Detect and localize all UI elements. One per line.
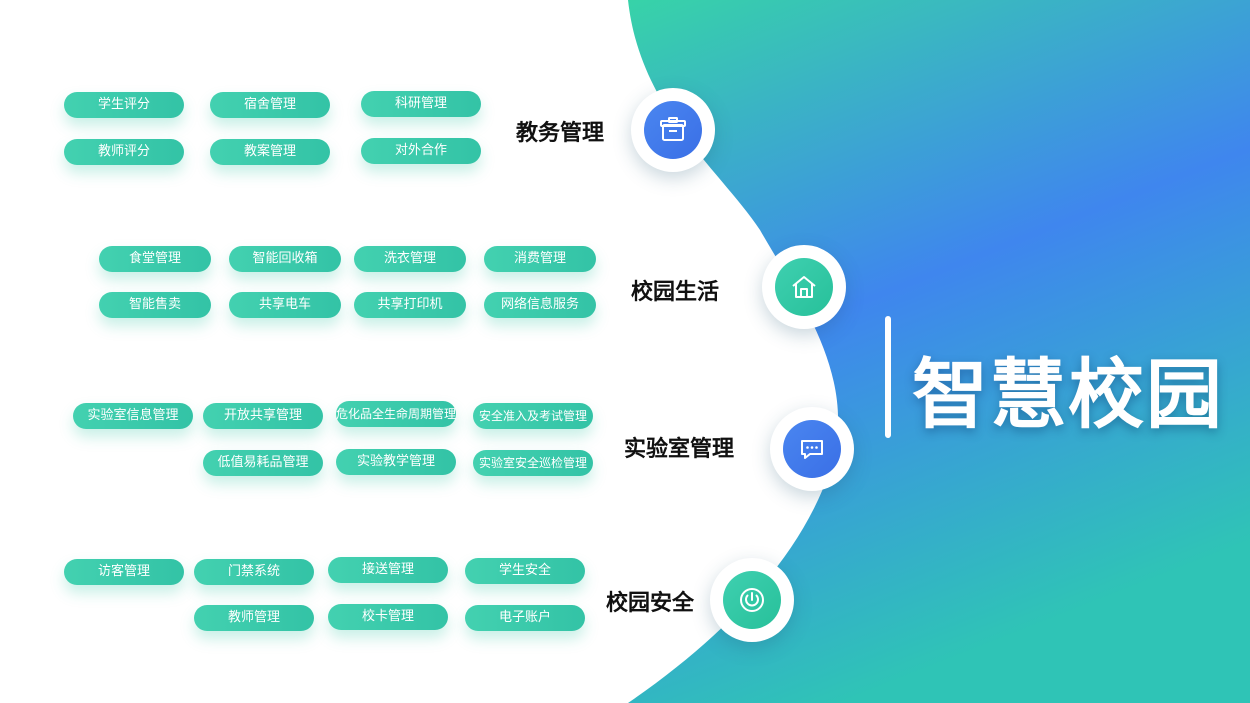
node-lab[interactable] <box>770 407 854 491</box>
pill-item[interactable]: 学生评分 <box>64 92 184 118</box>
pill-item[interactable]: 实验室安全巡检管理 <box>473 450 593 476</box>
pill-item[interactable]: 共享电车 <box>229 292 341 318</box>
pill-item[interactable]: 洗衣管理 <box>354 246 466 272</box>
pill-item[interactable]: 门禁系统 <box>194 559 314 585</box>
node-campus-life[interactable] <box>762 245 846 329</box>
archive-box-icon <box>644 101 702 159</box>
pill-item[interactable]: 共享打印机 <box>354 292 466 318</box>
pill-item[interactable]: 对外合作 <box>361 138 481 164</box>
section-title-campus-safety: 校园安全 <box>606 591 695 616</box>
pill-item[interactable]: 消费管理 <box>484 246 596 272</box>
pill-item[interactable]: 电子账户 <box>465 605 585 631</box>
node-campus-safety[interactable] <box>710 558 794 642</box>
pill-item[interactable]: 智能售卖 <box>99 292 211 318</box>
home-icon <box>775 258 833 316</box>
pill-item[interactable]: 访客管理 <box>64 559 184 585</box>
main-title: 智慧校园 <box>912 350 1224 439</box>
pill-item[interactable]: 食堂管理 <box>99 246 211 272</box>
pill-item[interactable]: 教师管理 <box>194 605 314 631</box>
pill-item[interactable]: 实验教学管理 <box>336 449 456 475</box>
pill-item[interactable]: 安全准入及考试管理 <box>473 403 593 429</box>
section-title-academic: 教务管理 <box>516 121 605 146</box>
pill-item[interactable]: 网络信息服务 <box>484 292 596 318</box>
pill-item[interactable]: 校卡管理 <box>328 604 448 630</box>
pill-item[interactable]: 学生安全 <box>465 558 585 584</box>
node-academic[interactable] <box>631 88 715 172</box>
pill-item[interactable]: 智能回收箱 <box>229 246 341 272</box>
pill-item[interactable]: 宿舍管理 <box>210 92 330 118</box>
pill-item[interactable]: 科研管理 <box>361 91 481 117</box>
pill-item[interactable]: 危化品全生命周期管理 <box>336 401 456 427</box>
pill-item[interactable]: 教师评分 <box>64 139 184 165</box>
section-title-campus-life: 校园生活 <box>631 280 720 305</box>
pill-item[interactable]: 低值易耗品管理 <box>203 450 323 476</box>
gradient-wave-shape <box>628 0 1250 703</box>
pill-item[interactable]: 实验室信息管理 <box>73 403 193 429</box>
chat-bubble-icon <box>783 420 841 478</box>
pill-item[interactable]: 教案管理 <box>210 139 330 165</box>
power-icon <box>723 571 781 629</box>
pill-item[interactable]: 接送管理 <box>328 557 448 583</box>
pill-item[interactable]: 开放共享管理 <box>203 403 323 429</box>
section-title-lab: 实验室管理 <box>624 437 735 462</box>
title-divider-bar <box>885 316 891 438</box>
